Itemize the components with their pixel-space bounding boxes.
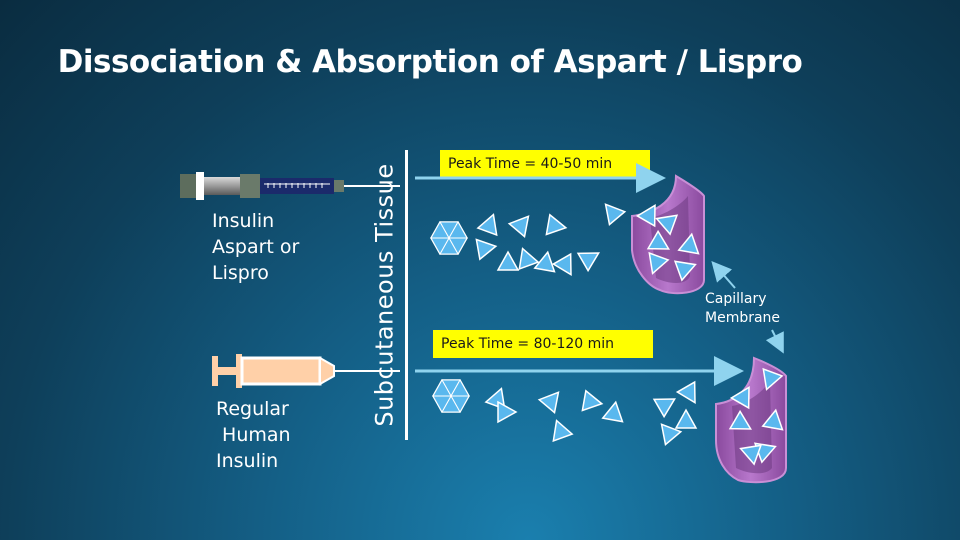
monomer-triangle-icon xyxy=(535,250,558,271)
monomer-triangle-icon xyxy=(582,391,603,414)
hexamer-icon-bottom xyxy=(433,380,469,412)
monomer-triangle-icon xyxy=(539,386,566,413)
monomer-triangle-icon xyxy=(676,410,696,428)
monomer-triangle-icon xyxy=(498,252,518,270)
monomer-triangle-icon xyxy=(603,400,626,421)
monomer-triangle-icon xyxy=(478,211,503,235)
monomer-triangle-icon xyxy=(498,402,516,422)
monomer-triangle-icon xyxy=(578,244,604,270)
capillary-vessel-icon-top xyxy=(632,176,704,293)
pen-syringe-icon xyxy=(180,172,400,200)
monomer-triangle-icon xyxy=(553,254,579,280)
monomer-triangle-icon xyxy=(547,417,572,441)
monomer-triangle-icon xyxy=(654,418,681,445)
monomer-triangle-icon xyxy=(546,215,567,238)
monomer-triangles xyxy=(476,198,785,464)
capillary-pointer-down xyxy=(772,330,782,350)
monomer-triangle-icon xyxy=(654,390,680,416)
hexamer-icon-top xyxy=(431,222,467,254)
monomer-triangle-icon xyxy=(677,382,703,408)
monomer-triangle-icon xyxy=(513,245,538,269)
syringe-icon xyxy=(212,354,400,388)
monomer-triangle-icon xyxy=(509,210,536,237)
capillary-pointer-up xyxy=(714,264,735,288)
monomer-triangle-icon xyxy=(476,236,497,259)
monomer-triangle-icon xyxy=(598,198,625,225)
